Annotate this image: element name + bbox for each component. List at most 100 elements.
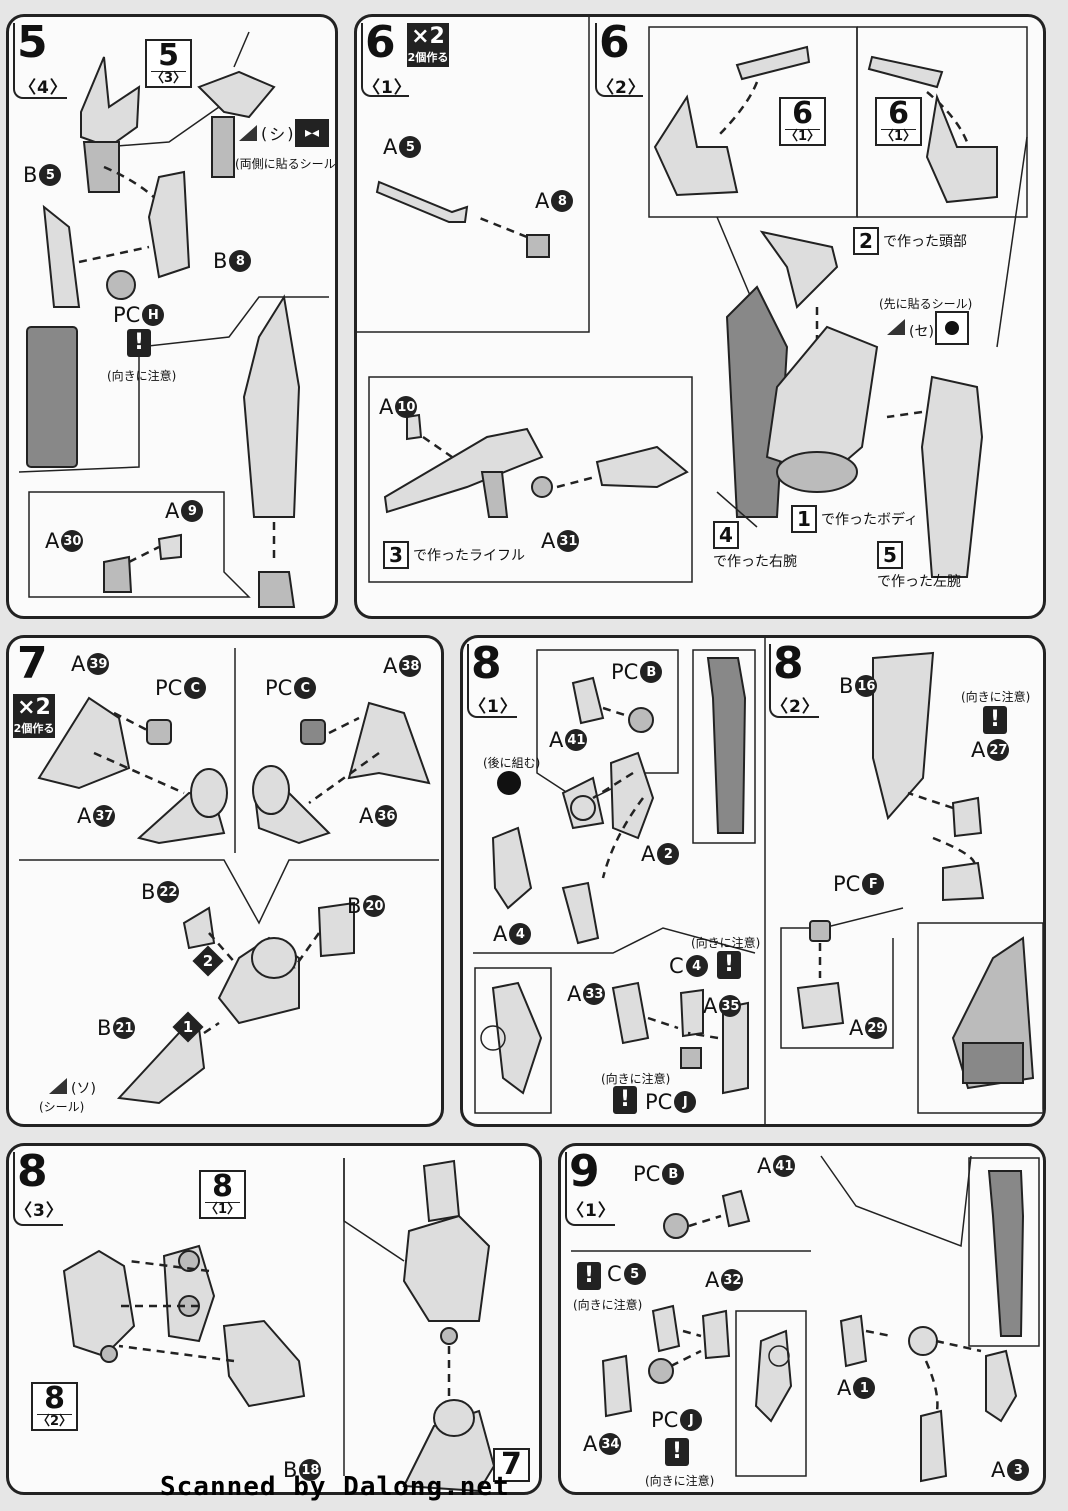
sticker-code: (ソ)	[71, 1081, 96, 1097]
sticker-icon	[49, 1078, 67, 1094]
caution-note-pcj: (向きに注意)	[601, 1072, 671, 1086]
step8-artwork	[473, 638, 1043, 1124]
times-two-badge: ×2 2個作る	[13, 694, 55, 738]
order-2-label: 2	[202, 952, 214, 970]
substep-label: 〈1〉	[469, 697, 518, 717]
caution-icon-c4: !	[717, 951, 741, 979]
substep-label: 〈1〉	[567, 1201, 616, 1221]
step8-3-artwork	[62, 1158, 496, 1492]
sticker-first-note: (先に貼るシール)	[879, 297, 973, 311]
reference-step-box-left: 6 〈1〉	[779, 97, 827, 146]
reference-step-box-8-1: 8 〈1〉	[199, 1170, 247, 1219]
caution-icon-a27: !	[983, 706, 1007, 734]
times-two-badge: ×2 2個作る	[407, 23, 449, 67]
sticker-code: (セ)	[909, 324, 934, 340]
step-bracket	[361, 23, 409, 97]
later-note: (後に組む)	[483, 756, 541, 770]
caution-note-a27: (向きに注意)	[961, 690, 1031, 704]
caution-icon: !	[127, 329, 151, 357]
step-bracket	[467, 644, 517, 718]
sticker-double-side-icon: ▸◂	[295, 119, 329, 147]
substep-label: 〈1〉	[363, 78, 412, 98]
order-1-label: 1	[182, 1018, 194, 1036]
caution-icon-c5: !	[577, 1262, 601, 1290]
reference-step-sub: 〈3〉	[151, 71, 187, 86]
caution-note: (向きに注意)	[107, 369, 177, 383]
step-number: 7	[17, 638, 48, 689]
sticker-note: (シール)	[39, 1100, 85, 1114]
sticker-icon	[887, 319, 905, 335]
caution-icon-pcj: !	[613, 1086, 637, 1114]
caution-icon-pcj: !	[665, 1438, 689, 1466]
caution-note-pcj: (向きに注意)	[645, 1474, 715, 1488]
reference-step-box-7: 7	[493, 1448, 530, 1482]
caution-note-c5: (向きに注意)	[573, 1298, 643, 1312]
sticker-shape-icon	[935, 311, 969, 345]
reference-step-box-right: 6 〈1〉	[875, 97, 923, 146]
step-bracket	[13, 1152, 63, 1226]
sticker-code-text: シ	[269, 125, 286, 144]
caution-note-c4: (向きに注意)	[691, 936, 761, 950]
sticker-code: (シ):	[261, 121, 299, 145]
substep-label: 〈4〉	[19, 78, 68, 98]
reference-step-number: 5	[158, 38, 179, 73]
step7-artwork	[19, 648, 439, 1105]
substep-label: 〈3〉	[15, 1201, 64, 1221]
reference-step-box: 5 〈3〉	[145, 38, 193, 88]
substep-label-2: 〈2〉	[597, 78, 646, 98]
reference-step-box-8-2: 8 〈2〉	[31, 1382, 79, 1431]
scanner-watermark: Scanned by Dalong.net	[160, 1472, 510, 1502]
step-bracket-2	[595, 23, 643, 97]
step-bracket	[565, 1152, 615, 1226]
sticker-note: (両側に貼るシール)	[235, 157, 338, 171]
substep-label-2: 〈2〉	[771, 697, 820, 717]
